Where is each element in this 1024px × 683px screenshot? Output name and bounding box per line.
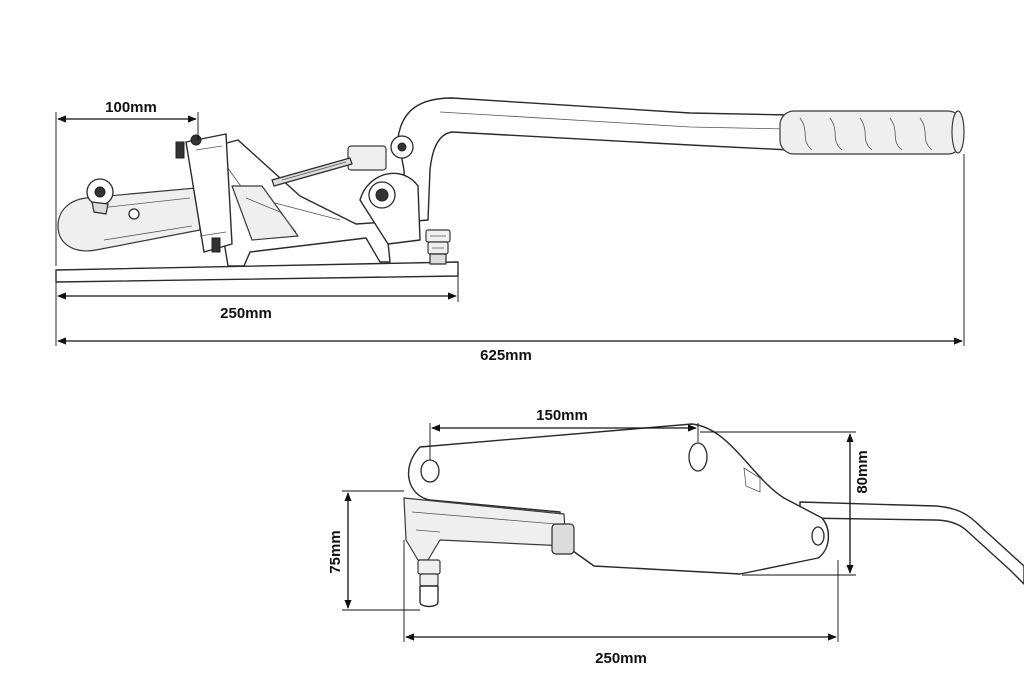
adjuster-rod: [271, 157, 353, 187]
mounting-plate: [407, 423, 829, 575]
plate-height-label: 80mm: [854, 450, 871, 493]
lever-rod: [799, 501, 1024, 585]
hole-spacing-label: 150mm: [536, 407, 588, 424]
adjustment-bolt: [425, 229, 451, 265]
bottom-view-drawing: [403, 423, 1024, 608]
arm-depth-label: 75mm: [327, 530, 344, 573]
plunger-length-label: 100mm: [105, 99, 157, 116]
pivot-disc: [359, 172, 421, 245]
base-plate: [55, 261, 459, 283]
hole-spacing-dimension: 150mm: [429, 407, 699, 460]
master-cylinder: [57, 133, 233, 253]
side-base-length-label: 250mm: [220, 305, 272, 322]
lever-clevis: [347, 135, 414, 171]
plate-base-dimension: 250mm: [403, 540, 839, 667]
frame-bracket: [207, 139, 391, 267]
total-length-dimension: 625mm: [57, 154, 965, 364]
total-length-label: 625mm: [480, 347, 532, 364]
plunger-dimension: 100mm: [55, 99, 199, 266]
plate-base-length-label: 250mm: [595, 650, 647, 667]
side-view-drawing: [55, 97, 965, 283]
handle-grip: [779, 110, 965, 155]
bottom-adjustment-bolt: [417, 559, 441, 608]
side-base-dimension: 250mm: [55, 276, 459, 346]
arm-depth-dimension: 75mm: [327, 490, 420, 611]
plate-height-dimension: 80mm: [700, 431, 871, 576]
handbrake-lever: [397, 97, 791, 223]
plate-side-arm: [403, 497, 575, 561]
